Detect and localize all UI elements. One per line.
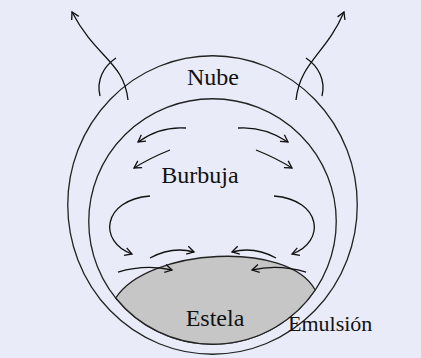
region-label: Estela bbox=[186, 306, 245, 330]
bubble-circle: BurbujaEstela bbox=[88, 98, 337, 345]
region-label: Burbuja bbox=[161, 163, 238, 187]
wake-region-outline bbox=[108, 253, 318, 345]
cloud-circle: NubeBurbujaEstela bbox=[67, 55, 358, 355]
wake-region: Estela bbox=[108, 253, 318, 345]
emulsion-label: Emulsión bbox=[288, 313, 372, 335]
region-label: Nube bbox=[187, 65, 239, 89]
